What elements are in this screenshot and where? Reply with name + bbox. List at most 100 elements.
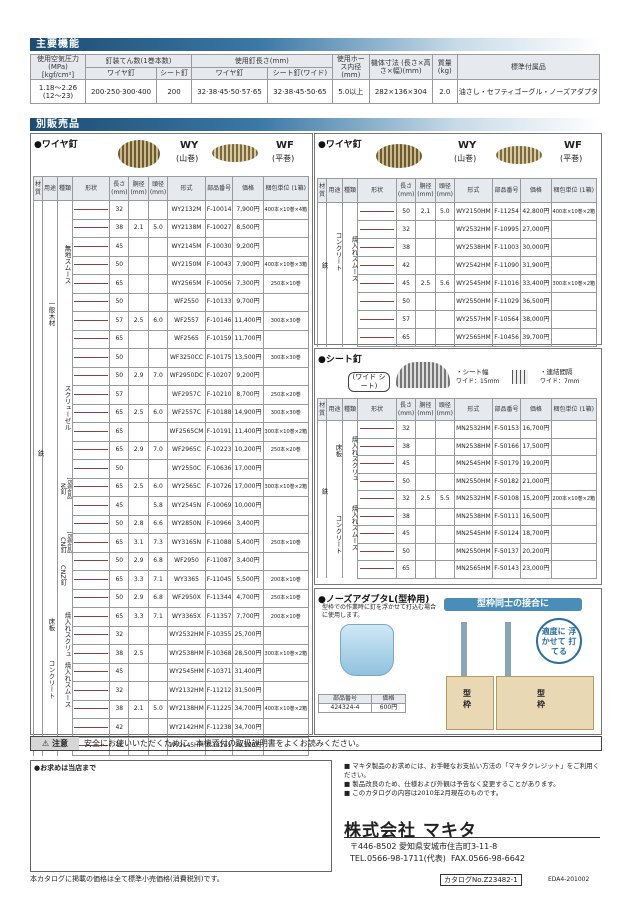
nail-shape-cell xyxy=(72,237,111,257)
blank-cell xyxy=(57,367,74,386)
blank-cell xyxy=(57,237,74,256)
blank-cell xyxy=(32,404,44,423)
length-cell: 50 xyxy=(109,588,130,608)
model-cell: WF2557 xyxy=(167,311,206,331)
nail-shape-image xyxy=(360,300,395,302)
blank-cell xyxy=(326,455,343,473)
blank-cell xyxy=(326,543,343,561)
left-type-cnz: CNZ釘 xyxy=(59,565,67,586)
left-type-screw: スクリューゼル xyxy=(63,385,71,431)
nail-shape-cell xyxy=(72,348,111,368)
price-cell: 8,700円 xyxy=(232,385,264,405)
part-cell: F-10636 xyxy=(204,459,234,479)
pack-cell: 200本×10巻 xyxy=(262,607,310,627)
nail-shape-image xyxy=(74,745,109,747)
pack-cell xyxy=(262,237,310,257)
col-header: 頭径 (mm) xyxy=(434,178,456,203)
shank-cell xyxy=(415,310,436,329)
part-cell: F-10223 xyxy=(204,440,234,460)
price-cell: 10,200円 xyxy=(232,440,264,460)
blank-cell xyxy=(316,310,328,329)
shank-cell xyxy=(415,256,436,275)
spec-cell: 200·250·300·400 xyxy=(84,79,158,104)
blank-cell xyxy=(316,560,328,578)
blank-cell xyxy=(326,202,343,221)
length-cell: 65 xyxy=(395,328,417,347)
nail-shape-image xyxy=(74,375,109,377)
formwork-left-image xyxy=(446,676,494,730)
length-cell: 32 xyxy=(395,220,417,239)
optional-title: 別販売品 xyxy=(36,119,80,130)
nail-shape-cell xyxy=(357,490,397,509)
right-wf-coil-image xyxy=(496,146,542,164)
shank-cell: 3.3 xyxy=(128,607,149,627)
shank-cell xyxy=(128,292,149,312)
price-cell: 34,700円 xyxy=(232,718,264,738)
blank-cell xyxy=(57,681,74,700)
optional-header: 別販売品 xyxy=(30,118,600,131)
pack-cell xyxy=(550,437,598,456)
head-cell xyxy=(147,385,169,405)
part-cell: F-10133 xyxy=(204,292,234,312)
model-cell: MN2545HM xyxy=(453,455,493,474)
price-cell: 20,200円 xyxy=(520,542,552,561)
price-cell: 3,400円 xyxy=(232,551,264,571)
col-header: 用途 xyxy=(326,178,343,203)
blank-cell xyxy=(42,496,59,515)
nail-shape-image xyxy=(74,634,109,636)
pack-cell: 200本×10巻×2箱 xyxy=(550,490,598,509)
nail-shape-image xyxy=(360,246,395,248)
blank-cell xyxy=(42,330,59,349)
part-cell: F-10188 xyxy=(204,403,234,423)
spec-header: ワイヤ釘 xyxy=(84,66,158,80)
model-cell: MN2565HM xyxy=(453,560,493,579)
part-cell: F-10146 xyxy=(204,311,234,331)
nail-shape-cell xyxy=(357,507,397,526)
blank-cell xyxy=(316,220,328,239)
blank-cell xyxy=(316,274,328,293)
nail-shape-cell xyxy=(72,533,111,553)
pack-cell xyxy=(262,662,310,682)
model-cell: WF2565 xyxy=(167,329,206,349)
main-spec-table: 使用空気圧力 (MPa) [kgf/cm²] 釘装てん数(1巻本数) 使用釘長さ… xyxy=(30,54,601,104)
wy-label: WY xyxy=(180,140,199,151)
model-cell: WF2965C xyxy=(167,440,206,460)
sheet-wide-label: (ワイド シート) xyxy=(348,372,390,392)
length-cell: 38 xyxy=(395,507,417,526)
head-cell: 5.6 xyxy=(434,274,456,293)
price-cell: 39,700円 xyxy=(520,328,552,347)
blank-cell xyxy=(32,385,44,404)
length-cell: 50 xyxy=(109,348,130,368)
price-cell: 36,500円 xyxy=(520,292,552,311)
sheet-usage-concrete: コンクリート xyxy=(334,515,342,554)
part-cell: F-10014 xyxy=(204,200,234,220)
price-cell: 7,300円 xyxy=(232,274,264,294)
nail-shape-cell xyxy=(357,310,397,329)
spec-header: ワイヤ釘 xyxy=(190,66,269,80)
model-cell: WY2132M xyxy=(167,200,206,220)
wf-coil-image xyxy=(212,144,258,162)
blank-cell xyxy=(316,455,328,473)
blank-cell xyxy=(57,274,74,293)
shank-cell xyxy=(415,292,436,311)
col-header: 長さ (mm) xyxy=(395,178,417,203)
model-cell: WF2565CM xyxy=(167,422,206,442)
length-cell: 65 xyxy=(109,403,130,423)
pack-cell xyxy=(262,366,310,386)
spec-cell: 油さし・セフティゴーグル・ノーズアダプタ xyxy=(456,79,601,104)
company-name: 株式会社 マキタ xyxy=(344,821,477,841)
col-header: 梱包単位 (1箱) xyxy=(262,176,310,201)
shank-cell xyxy=(128,681,149,701)
spec-header: シート釘(ワイド) xyxy=(267,66,333,80)
wf-label: WF xyxy=(276,140,294,151)
blank-cell xyxy=(32,552,44,571)
nail-shape-image xyxy=(74,338,109,340)
pack-cell: 250本×10巻 xyxy=(262,588,310,608)
